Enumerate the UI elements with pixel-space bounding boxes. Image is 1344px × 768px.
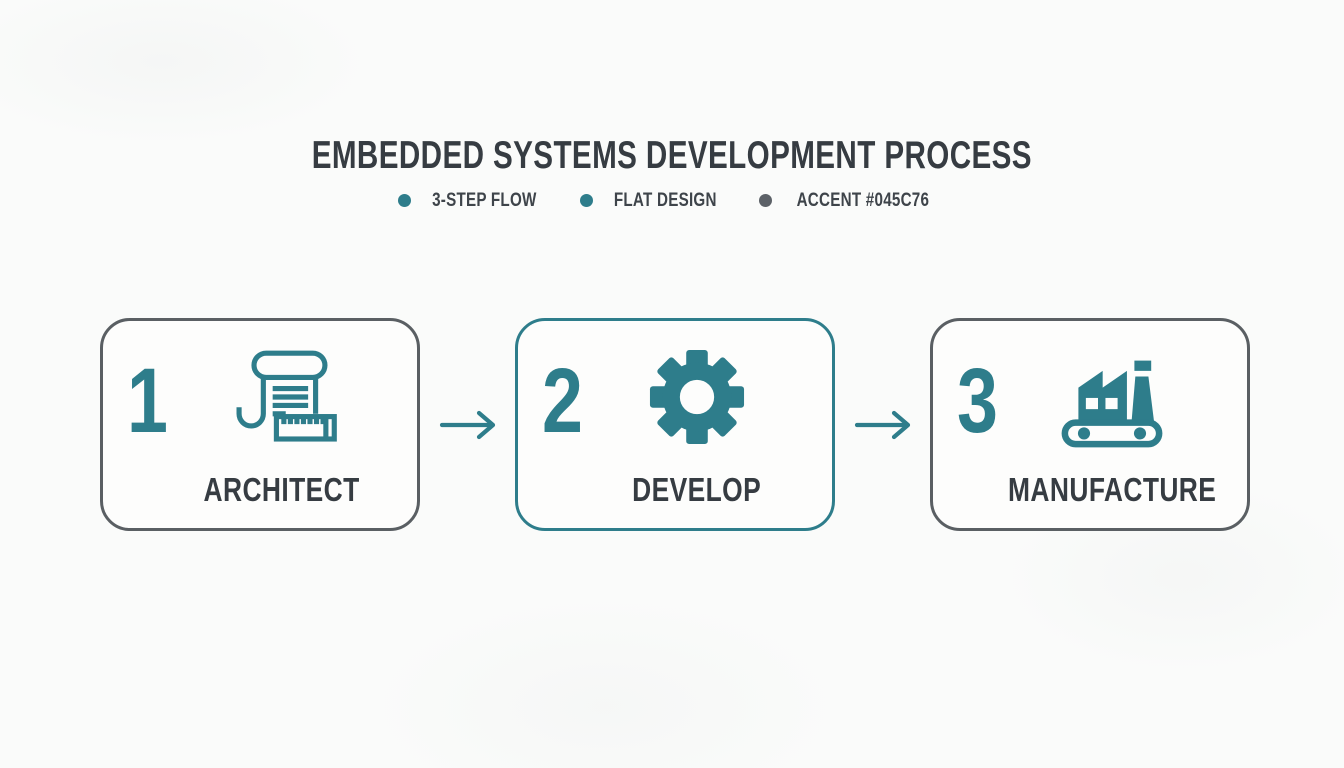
step-number: 1	[127, 350, 168, 452]
badge-label: FLAT DESIGN	[613, 190, 717, 211]
badge-step-flow: 3-STEP FLOW	[397, 190, 550, 211]
arrow-right-icon	[835, 318, 930, 531]
process-flow: 1 ARCHITECT	[100, 318, 1250, 531]
badge-label: ACCENT #045C76	[796, 190, 930, 211]
bullet-dot-icon	[579, 194, 593, 207]
bullet-dot-icon	[397, 194, 411, 207]
badge-accent-color: ACCENT #045C76	[759, 191, 946, 210]
header: EMBEDDED SYSTEMS DEVELOPMENT PROCESS 3-S…	[0, 136, 1344, 210]
step-card-develop: 2 DEVELOP	[515, 318, 835, 531]
card-content: ARCHITECT	[169, 345, 395, 528]
blueprint-scroll-icon	[223, 345, 341, 449]
step-number: 3	[957, 350, 998, 452]
step-card-manufacture: 3 MANUFACTURE	[930, 318, 1250, 531]
step-label: DEVELOP	[632, 471, 762, 508]
card-content: MANUFACTURE	[999, 345, 1225, 528]
step-number: 2	[542, 350, 583, 452]
badge-flat-design: FLAT DESIGN	[579, 190, 730, 211]
bullet-dot-icon	[759, 194, 773, 207]
arrow-right-icon	[420, 318, 515, 531]
badge-row: 3-STEP FLOW FLAT DESIGN ACCENT #045C76	[0, 191, 1344, 210]
gear-icon	[638, 345, 756, 449]
step-card-architect: 1 ARCHITECT	[100, 318, 420, 531]
page-title: EMBEDDED SYSTEMS DEVELOPMENT PROCESS	[311, 134, 1033, 177]
badge-label: 3-STEP FLOW	[432, 190, 537, 211]
step-label: MANUFACTURE	[1007, 471, 1217, 508]
step-label: ARCHITECT	[203, 471, 361, 508]
factory-conveyor-icon	[1053, 345, 1171, 449]
card-content: DEVELOP	[584, 345, 810, 528]
